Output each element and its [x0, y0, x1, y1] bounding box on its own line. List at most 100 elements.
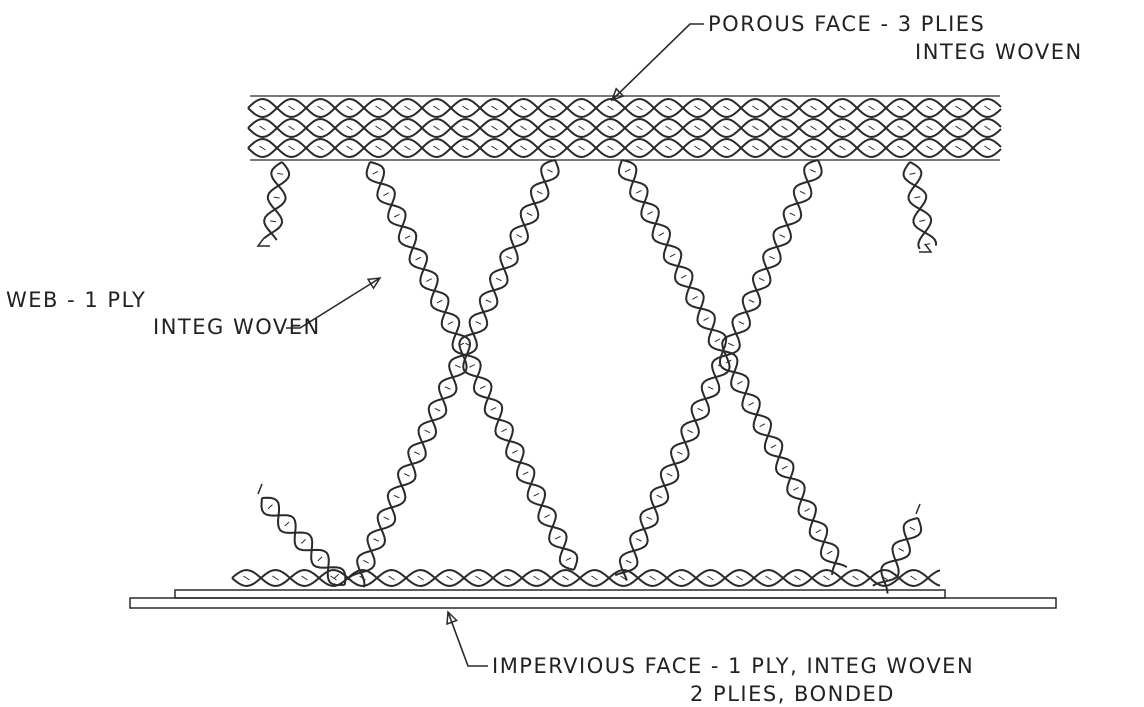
fiber-mark — [394, 214, 399, 217]
fiber-mark — [608, 106, 614, 110]
web-ply — [258, 160, 936, 594]
fiber-mark — [448, 322, 453, 325]
fiber-mark — [681, 275, 686, 278]
fiber-mark — [404, 474, 409, 477]
fiber-mark — [795, 576, 801, 580]
porous-face-label-line2: INTEG WOVEN — [915, 42, 1083, 63]
fiber-mark — [476, 576, 482, 580]
fiber-mark — [445, 387, 450, 390]
fiber-mark — [647, 212, 652, 215]
fiber-mark — [708, 387, 713, 390]
leader-lines — [286, 24, 704, 666]
fiber-mark — [394, 495, 399, 498]
braid-strand — [248, 139, 1001, 157]
fiber-mark — [492, 106, 498, 110]
fiber-mark — [753, 126, 759, 130]
fiber-mark — [579, 106, 585, 110]
fiber-mark — [927, 126, 933, 130]
fiber-mark — [637, 146, 643, 150]
fiber-mark — [555, 536, 560, 539]
fiber-mark — [270, 221, 276, 222]
fiber-mark — [827, 551, 832, 554]
fiber-mark — [840, 146, 846, 150]
fiber-mark — [437, 300, 442, 303]
fiber-mark — [657, 495, 662, 498]
fiber-mark — [677, 452, 682, 455]
fiber-mark — [824, 576, 830, 580]
fiber-mark — [405, 236, 410, 239]
fiber-mark — [637, 106, 643, 110]
porous-face-ply-2 — [248, 119, 1001, 137]
fiber-mark — [840, 126, 846, 130]
fiber-mark — [496, 278, 501, 281]
fiber-mark — [426, 279, 431, 282]
fiber-mark — [260, 106, 266, 110]
fiber-mark — [547, 170, 552, 173]
fiber-mark — [810, 170, 815, 173]
fiber-mark — [985, 146, 991, 150]
fiber-mark — [728, 343, 733, 346]
fiber-mark — [550, 126, 556, 130]
web-label-line2: INTEG WOVEN — [153, 317, 321, 338]
web-strand-twist — [367, 162, 574, 570]
fiber-mark — [869, 106, 875, 110]
fiber-mark — [347, 106, 353, 110]
fiber-mark — [956, 146, 962, 150]
fiber-mark — [695, 126, 701, 130]
fiber-mark — [927, 146, 933, 150]
fiber-mark — [273, 576, 279, 580]
fiber-mark — [759, 278, 764, 281]
fiber-mark — [566, 558, 571, 561]
fiber-mark — [666, 106, 672, 110]
fiber-mark — [277, 173, 283, 174]
fiber-mark — [301, 539, 305, 543]
fiber-mark — [414, 452, 419, 455]
fiber-mark — [384, 517, 389, 520]
fiber-mark — [521, 126, 527, 130]
fiber-mark — [592, 576, 598, 580]
impervious-face-label-line2: 2 PLIES, BONDED — [690, 684, 895, 705]
fiber-mark — [434, 146, 440, 150]
fiber-mark — [869, 126, 875, 130]
fiber-mark — [455, 365, 460, 368]
fiber-mark — [318, 146, 324, 150]
fiber-mark — [425, 430, 430, 433]
fiber-mark — [625, 169, 630, 172]
fiber-mark — [646, 517, 651, 520]
fiber-mark — [416, 257, 421, 260]
fiber-mark — [853, 576, 859, 580]
fiber-mark — [782, 466, 787, 469]
web-label-line1: WEB - 1 PLY — [6, 290, 146, 311]
fiber-mark — [463, 106, 469, 110]
porous-face-ply-3 — [248, 139, 1001, 157]
web-strand-twist — [881, 518, 918, 594]
fiber-mark — [376, 146, 382, 150]
fiber-mark — [670, 254, 675, 257]
fiber-mark — [695, 106, 701, 110]
fiber-mark — [811, 126, 817, 130]
fiber-mark — [899, 548, 904, 551]
fiber-mark — [910, 173, 916, 174]
fiber-mark — [910, 527, 915, 530]
fiber-mark — [769, 256, 774, 259]
web-strand-twist — [370, 162, 577, 570]
fiber-mark — [550, 146, 556, 150]
fiber-mark — [637, 126, 643, 130]
fiber-mark — [405, 126, 411, 130]
fiber-mark — [898, 126, 904, 130]
fiber-mark — [463, 146, 469, 150]
fiber-mark — [704, 318, 709, 321]
porous-face-leader — [612, 24, 704, 100]
fiber-mark — [911, 576, 917, 580]
web-strand-twist — [909, 162, 932, 249]
fiber-mark — [739, 322, 744, 325]
fiber-mark — [753, 106, 759, 110]
fiber-mark — [667, 473, 672, 476]
fiber-mark — [737, 576, 743, 580]
fiber-mark — [898, 106, 904, 110]
fiber-mark — [650, 576, 656, 580]
fiber-mark — [793, 487, 798, 490]
fiber-mark — [666, 146, 672, 150]
fiber-mark — [563, 576, 569, 580]
